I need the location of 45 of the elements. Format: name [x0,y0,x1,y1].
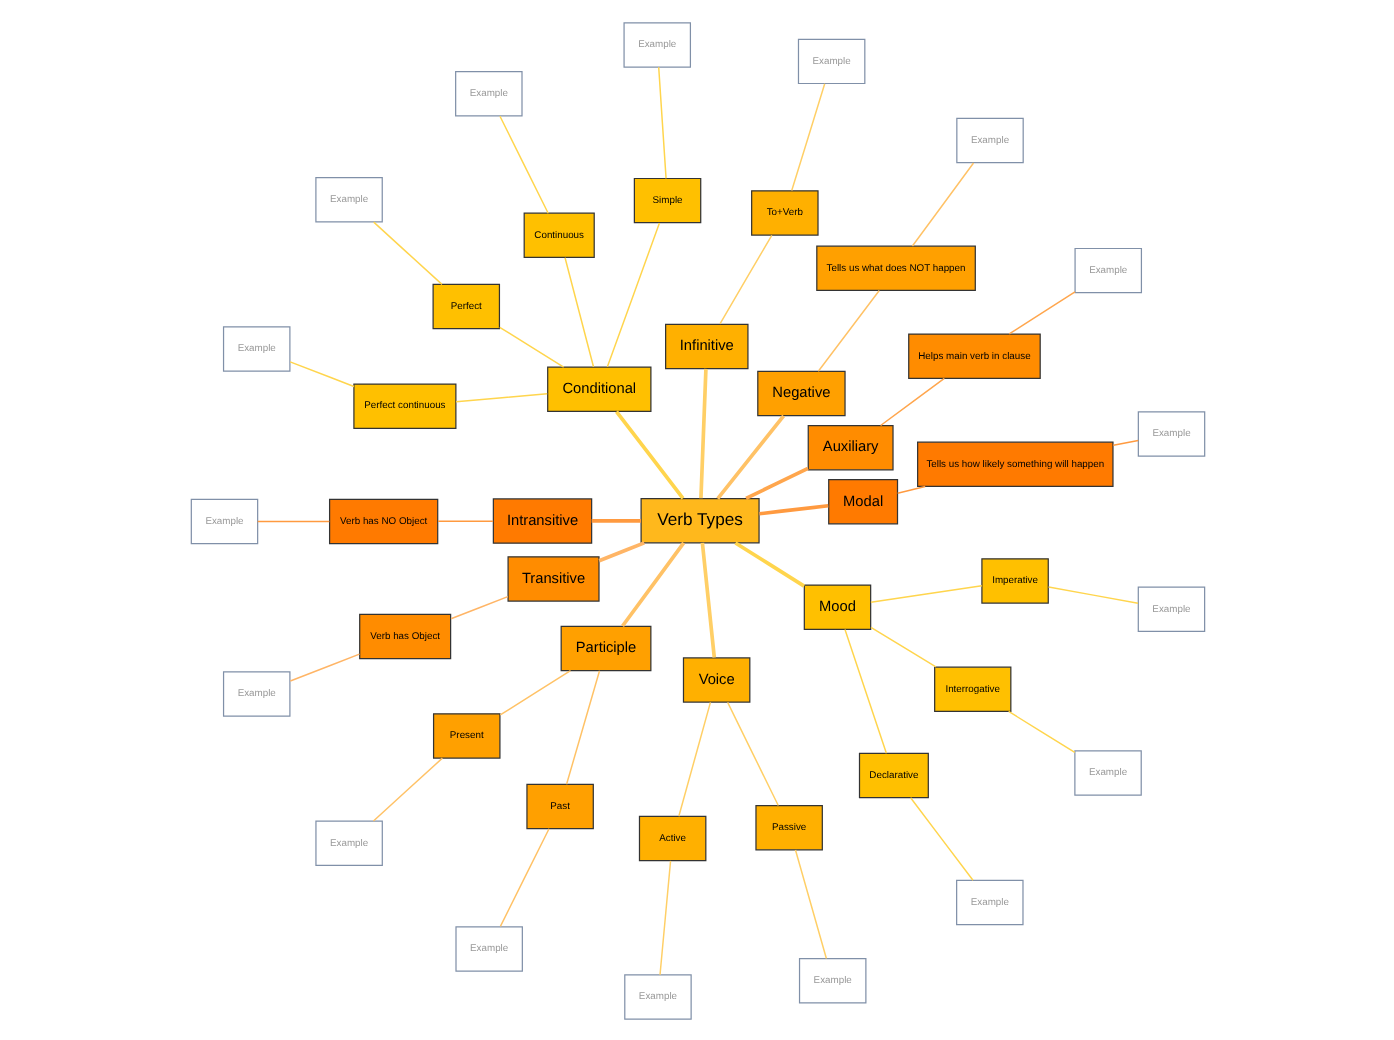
connector [869,625,936,667]
connector [725,700,778,806]
node-box: Verb Types [639,496,759,543]
connector [677,700,711,816]
connector [869,584,982,602]
connector [744,465,808,500]
connector [498,669,571,715]
connector [449,594,508,619]
connector [733,540,805,587]
connector [878,376,945,426]
connector [1007,290,1075,334]
connector [436,519,493,522]
connector [1006,709,1075,753]
connector [790,82,825,191]
connector [564,669,600,784]
connector [288,360,354,387]
connector [371,756,443,821]
connector [372,220,442,285]
connector [256,519,330,522]
connector [498,114,548,213]
connector [590,518,640,522]
connector [908,796,973,881]
connector [614,409,684,499]
connector [288,652,360,681]
connector [910,161,974,246]
connector [698,367,707,498]
connector [563,256,594,367]
connector [793,848,827,959]
connector [658,859,671,975]
connector [758,502,828,515]
connector [620,540,685,627]
connector [715,413,785,499]
connector [895,484,925,493]
connector [718,233,772,324]
connector [454,392,547,402]
connector [597,540,644,562]
connector [843,627,887,753]
connector [498,325,564,367]
connector [816,288,879,371]
connector [605,221,660,367]
connector [1111,438,1138,446]
connector [498,826,549,927]
connector [1046,585,1138,603]
connector [699,541,716,657]
connector [656,65,666,179]
